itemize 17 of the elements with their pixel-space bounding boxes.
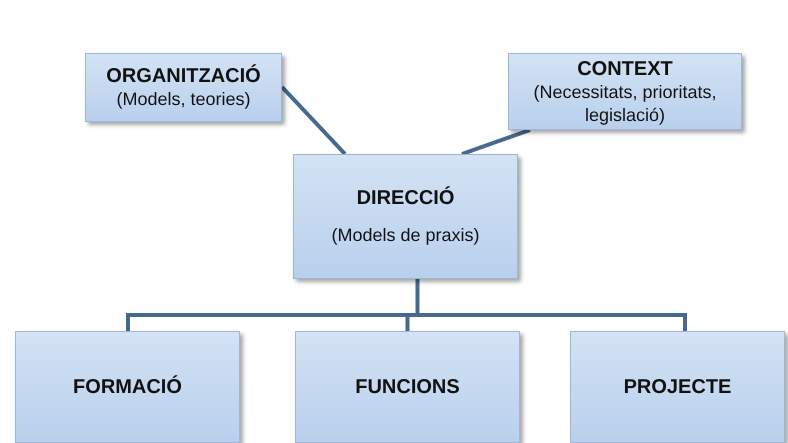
concept-box bbox=[15, 331, 240, 443]
concept-box bbox=[570, 331, 785, 443]
connector-line bbox=[280, 86, 346, 156]
concept-box bbox=[85, 53, 282, 122]
box-title: CONTEXT bbox=[577, 57, 673, 81]
box-title: FUNCIONS bbox=[355, 375, 460, 399]
box-title: PROJECTE bbox=[624, 375, 732, 399]
box-title: DIRECCIÓ bbox=[356, 186, 454, 210]
box-title: ORGANITZACIÓ bbox=[106, 64, 261, 88]
box-title: FORMACIÓ bbox=[73, 375, 182, 399]
concept-box bbox=[295, 331, 520, 443]
box-subtitle: (Models de praxis) bbox=[331, 224, 480, 247]
connector-line bbox=[461, 128, 531, 156]
box-subtitle: (Necessitats, prioritats, legislació) bbox=[532, 81, 718, 126]
box-subtitle: (Models, teories) bbox=[116, 88, 251, 111]
concept-box bbox=[293, 154, 518, 279]
concept-box bbox=[508, 53, 742, 130]
